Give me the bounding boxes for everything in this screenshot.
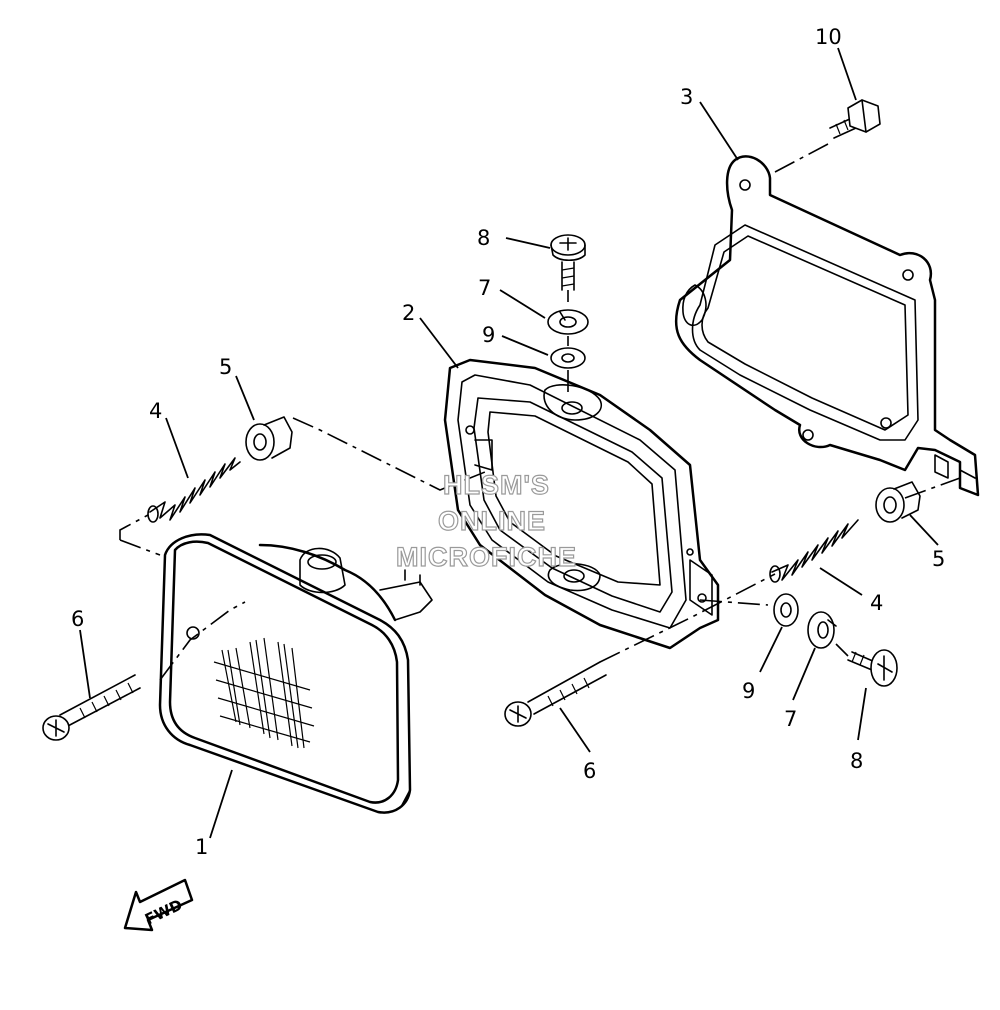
grommet-right xyxy=(875,481,921,523)
callout-part-6-left: 6 xyxy=(71,607,84,631)
grommet-left xyxy=(245,416,293,461)
bottom-flat-washer xyxy=(773,593,799,627)
lens-grid xyxy=(213,637,315,749)
watermark-line-2: ONLINE xyxy=(438,506,546,536)
callout-part-3: 3 xyxy=(680,85,693,109)
watermark: HLSM'S ONLINE MICROFICHE xyxy=(395,469,577,572)
top-flat-washer xyxy=(550,347,586,369)
bottom-screw xyxy=(847,649,898,687)
adjusting-spring-right xyxy=(769,519,859,583)
callout-part-4-right: 4 xyxy=(870,591,883,615)
callout-part-9-bottom: 9 xyxy=(742,679,755,703)
callout-part-5-left: 5 xyxy=(219,355,232,379)
callout-part-2: 2 xyxy=(402,301,415,325)
assembly-centerlines xyxy=(119,143,961,681)
leader-lines xyxy=(79,47,939,839)
callout-part-10: 10 xyxy=(815,25,842,49)
headlight-housing xyxy=(443,358,720,650)
callout-part-7-bottom: 7 xyxy=(784,707,797,731)
callout-part-8-top: 8 xyxy=(477,226,490,250)
headlight-bracket xyxy=(674,155,980,497)
callout-part-1: 1 xyxy=(195,835,208,859)
callout-part-5-right: 5 xyxy=(932,547,945,571)
top-screw xyxy=(550,234,586,291)
callout-part-8-bottom: 8 xyxy=(850,749,863,773)
forward-direction-arrow: FWD xyxy=(123,878,194,932)
adjusting-screw-right xyxy=(504,661,607,727)
bottom-lock-washer xyxy=(807,611,837,649)
bracket-bolt xyxy=(829,99,881,139)
callout-part-4-left: 4 xyxy=(149,399,162,423)
watermark-line-1: HLSM'S xyxy=(443,470,550,500)
top-lock-washer xyxy=(547,309,589,335)
callout-labels: 10 3 8 7 9 2 5 4 6 1 5 4 9 7 8 6 xyxy=(71,25,945,859)
adjusting-spring-left xyxy=(147,457,241,523)
callout-part-9-top: 9 xyxy=(482,323,495,347)
callout-part-6-right: 6 xyxy=(583,759,596,783)
callout-part-7-top: 7 xyxy=(478,276,491,300)
headlight-unit xyxy=(158,533,433,814)
adjusting-screw-left xyxy=(42,674,141,741)
fwd-label: FWD xyxy=(142,896,185,929)
watermark-line-3: MICROFICHE xyxy=(396,542,577,572)
